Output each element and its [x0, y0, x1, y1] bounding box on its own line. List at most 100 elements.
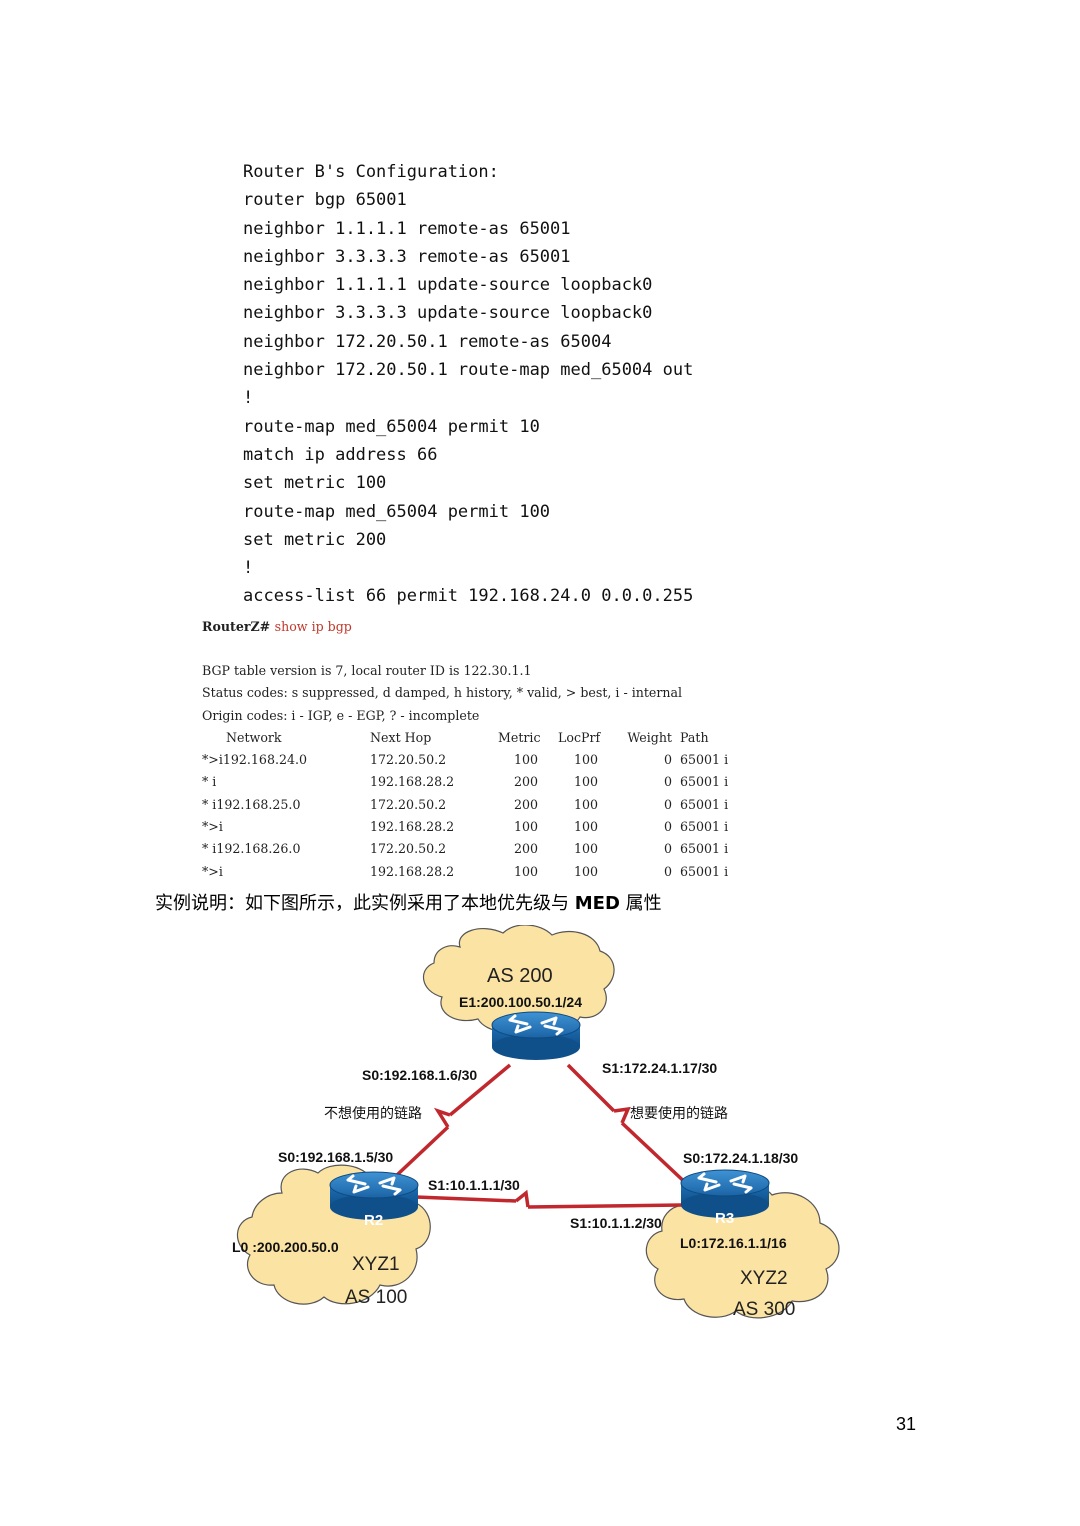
link-r1-r3 [566, 1063, 692, 1189]
cell-path: 65001 i [680, 841, 729, 857]
cell-weight: 0 [663, 796, 672, 812]
label-xyz1: XYZ1 [352, 1254, 400, 1275]
router-config-block: Router B's Configuration: router bgp 6500… [243, 158, 693, 611]
cell-path: 65001 i [680, 774, 729, 790]
cell-metric: 200 [514, 774, 539, 790]
caption-prefix: 实例说明：如下图所示，此实例采用了本地优先级与 [155, 893, 575, 914]
col-network: Network [226, 729, 282, 745]
bgp-origin-codes: Origin codes: i - IGP, e - EGP, ? - inco… [202, 707, 480, 723]
bgp-cli-output: RouterZ# show ip bgp BGP table version i… [202, 616, 728, 883]
cli-command-line: RouterZ# show ip bgp [202, 616, 728, 638]
label-r3-s0: S0:172.24.1.18/30 [683, 1150, 798, 1166]
cell-metric: 100 [514, 819, 539, 835]
cell-metric: 200 [514, 796, 539, 812]
config-line: access-list 66 permit 192.168.24.0 0.0.0… [243, 586, 694, 607]
label-r2-s1: S1:10.1.1.1/30 [428, 1177, 520, 1193]
cell-metric: 200 [514, 841, 539, 857]
cell-network: * i192.168.26.0 [202, 841, 301, 857]
cell-weight: 0 [663, 774, 672, 790]
cell-network: *>i [202, 863, 223, 879]
link-r2-r3 [415, 1189, 683, 1209]
col-locprf: LocPrf [558, 729, 601, 745]
bgp-table-header: Network Next Hop Metric LocPrf Weight Pa… [202, 727, 728, 749]
cell-metric: 100 [514, 752, 539, 768]
label-r3-l0: L0:172.16.1.1/16 [680, 1235, 787, 1251]
cell-network: *>i [202, 819, 223, 835]
label-r2-s0: S0:192.168.1.5/30 [278, 1149, 393, 1165]
config-line: neighbor 3.3.3.3 update-source loopback0 [243, 303, 653, 324]
router-r1-icon [490, 1010, 582, 1062]
table-row: *>i 192.168.28.2 100 100 0 65001 i [202, 861, 728, 883]
table-row: * i192.168.26.0 172.20.50.2 200 100 0 65001 i [202, 838, 728, 860]
table-row: *>i 192.168.28.2 100 100 0 65001 i [202, 816, 728, 838]
label-r3-s1: S1:10.1.1.2/30 [570, 1215, 662, 1231]
cell-next-hop: 172.20.50.2 [370, 796, 447, 812]
label-r2: R2 [364, 1212, 383, 1229]
label-link-wanted: 想要使用的链路 [630, 1105, 728, 1121]
cell-locprf: 100 [574, 841, 599, 857]
label-r1-e1: E1:200.100.50.1/24 [459, 994, 582, 1010]
label-r2-l0: L0 :200.200.50.0 [232, 1239, 339, 1255]
label-r3: R3 [715, 1210, 734, 1227]
network-topology-diagram: AS 200 E1:200.100.50.1/24 R1 S0:192.168.… [232, 925, 840, 1320]
col-next-hop: Next Hop [370, 729, 432, 745]
label-as100: AS 100 [345, 1287, 407, 1308]
caption-bold: MED [574, 893, 620, 914]
cell-weight: 0 [663, 863, 672, 879]
cell-weight: 0 [663, 841, 672, 857]
config-line: neighbor 172.20.50.1 route-map med_65004… [243, 360, 694, 381]
bgp-status-codes: Status codes: s suppressed, d damped, h … [202, 685, 683, 701]
config-line: neighbor 1.1.1.1 update-source loopback0 [243, 275, 653, 296]
label-as300: AS 300 [733, 1299, 795, 1320]
cell-metric: 100 [514, 863, 539, 879]
cell-locprf: 100 [574, 774, 599, 790]
table-row: * i 192.168.28.2 200 100 0 65001 i [202, 771, 728, 793]
page-number: 31 [896, 1414, 917, 1434]
label-r1: R1 [526, 1057, 545, 1074]
label-xyz2: XYZ2 [740, 1268, 788, 1289]
config-line: neighbor 1.1.1.1 remote-as 65001 [243, 218, 571, 239]
cell-weight: 0 [663, 819, 672, 835]
bgp-table: Network Next Hop Metric LocPrf Weight Pa… [202, 727, 728, 883]
label-r1-s0: S0:192.168.1.6/30 [362, 1067, 477, 1083]
config-line: route-map med_65004 permit 10 [243, 416, 540, 437]
config-line: Router B's Configuration: [243, 162, 499, 182]
config-line: route-map med_65004 permit 100 [243, 501, 551, 522]
config-line: neighbor 172.20.50.1 remote-as 65004 [243, 331, 612, 352]
cell-path: 65001 i [680, 796, 729, 812]
label-r1-s1: S1:172.24.1.17/30 [602, 1060, 717, 1076]
cell-network: * i192.168.25.0 [202, 796, 301, 812]
cell-next-hop: 192.168.28.2 [370, 863, 455, 879]
config-line: ! [243, 388, 254, 409]
config-line: ! [243, 558, 254, 579]
col-path: Path [680, 729, 709, 745]
caption-suffix: 属性 [619, 893, 662, 914]
cli-command: show ip bgp [274, 619, 352, 634]
cell-path: 65001 i [680, 819, 729, 835]
cell-next-hop: 192.168.28.2 [370, 774, 455, 790]
cell-path: 65001 i [680, 863, 729, 879]
config-line: match ip address 66 [243, 444, 438, 465]
config-line: router bgp 65001 [243, 190, 407, 211]
link-r1-r2 [378, 1063, 512, 1193]
col-metric: Metric [498, 729, 541, 745]
col-weight: Weight [627, 729, 672, 745]
label-as200: AS 200 [487, 965, 553, 987]
table-row: * i192.168.25.0 172.20.50.2 200 100 0 65001 i [202, 794, 728, 816]
cell-network: * i [202, 774, 217, 790]
label-link-unwanted: 不想使用的链路 [324, 1105, 422, 1121]
cell-path: 65001 i [680, 752, 729, 768]
config-line: set metric 100 [243, 473, 387, 494]
cloud-as200 [423, 925, 615, 1033]
cell-locprf: 100 [574, 752, 599, 768]
cell-locprf: 100 [574, 819, 599, 835]
cell-next-hop: 172.20.50.2 [370, 841, 447, 857]
cell-weight: 0 [663, 752, 672, 768]
cell-network: *>i192.168.24.0 [202, 752, 307, 768]
config-line: set metric 200 [243, 529, 387, 550]
cell-locprf: 100 [574, 796, 599, 812]
cell-locprf: 100 [574, 863, 599, 879]
cli-prompt: RouterZ# [202, 619, 271, 634]
cell-next-hop: 192.168.28.2 [370, 819, 455, 835]
example-caption: 实例说明：如下图所示，此实例采用了本地优先级与 MED 属性 [155, 891, 662, 917]
